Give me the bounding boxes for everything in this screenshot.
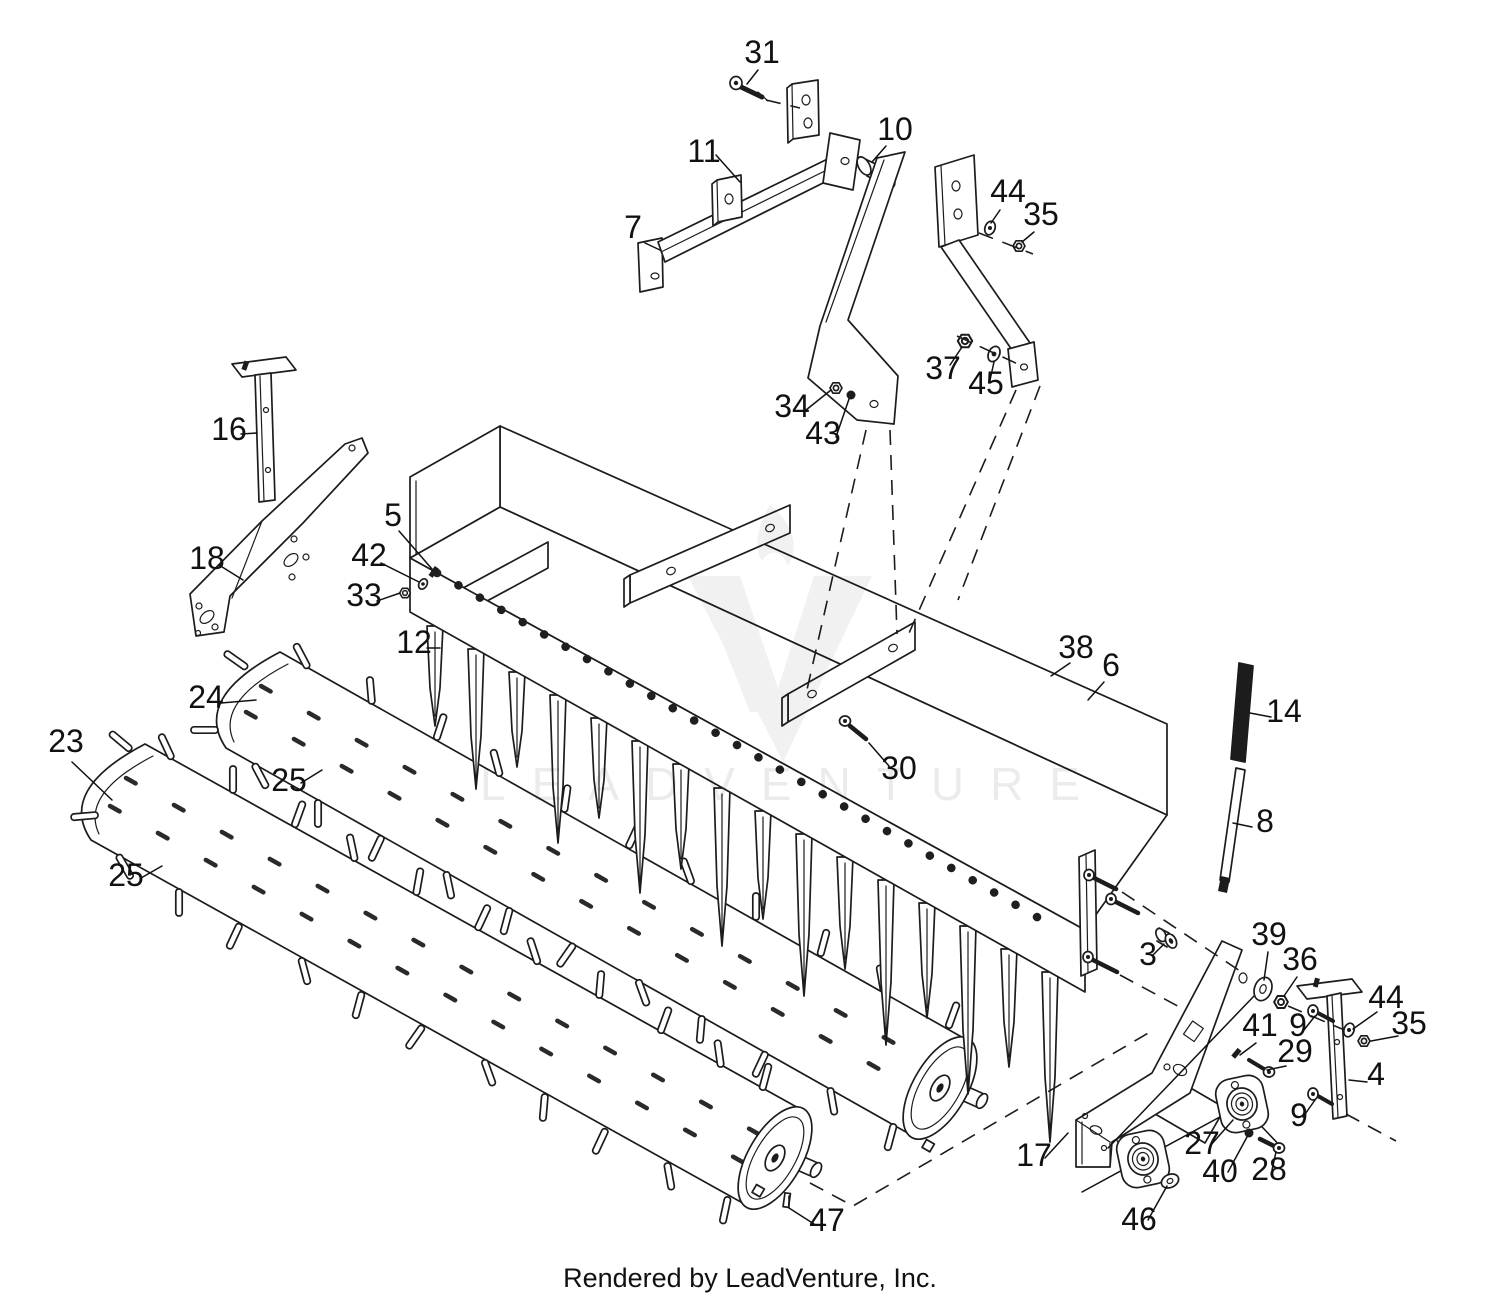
carriage-bolt-row xyxy=(432,568,1061,933)
main-frame xyxy=(398,425,1168,1143)
callout-41: 41 xyxy=(1242,1007,1278,1043)
callout-33: 33 xyxy=(346,577,382,613)
callout-14: 14 xyxy=(1266,693,1302,729)
angle-bracket-18 xyxy=(189,437,369,637)
callout-4: 4 xyxy=(1367,1056,1385,1092)
hitch-plate-11 xyxy=(711,174,743,227)
callout-35a: 35 xyxy=(1023,196,1059,232)
callout-39: 39 xyxy=(1251,916,1287,952)
callout-25a: 25 xyxy=(271,762,307,798)
bolt-31 xyxy=(729,75,769,102)
callout-7: 7 xyxy=(624,209,642,245)
callout-31: 31 xyxy=(744,34,780,70)
hitch-arm-7 xyxy=(637,149,854,293)
bolt-28 xyxy=(1257,1136,1286,1154)
bolt-9-upper xyxy=(1307,1004,1335,1023)
callout-6: 6 xyxy=(1102,647,1120,683)
callout-36: 36 xyxy=(1282,941,1318,977)
hitch-assembly xyxy=(637,75,1039,425)
washer-40 xyxy=(1244,1128,1254,1138)
callout-24: 24 xyxy=(188,679,224,715)
side-plate-assembly xyxy=(1075,927,1371,1193)
callout-34: 34 xyxy=(774,388,810,424)
hitch-top-plate xyxy=(786,79,820,144)
callout-12: 12 xyxy=(396,624,432,660)
cross-strap-right xyxy=(781,621,916,727)
callout-5: 5 xyxy=(384,497,402,533)
callout-44a: 44 xyxy=(990,173,1026,209)
hitch-right-bracket xyxy=(934,154,1039,388)
flange-bearing-lower xyxy=(1115,1129,1171,1189)
callout-37: 37 xyxy=(925,350,961,386)
callout-16: 16 xyxy=(211,411,247,447)
spacer-3 xyxy=(1154,927,1178,949)
callout-42: 42 xyxy=(351,537,387,573)
frame-right-bolts xyxy=(1082,868,1141,975)
hitch-center-strap xyxy=(807,151,906,425)
callout-45: 45 xyxy=(968,365,1004,401)
callout-23: 23 xyxy=(48,723,84,759)
threaded-rod-14 xyxy=(1230,662,1254,763)
watermark-text: LEADVENTURE xyxy=(480,758,1106,810)
callout-leader-lines xyxy=(71,69,1399,1225)
callout-18: 18 xyxy=(189,540,225,576)
upper-roller-end-disc xyxy=(902,1035,989,1153)
cross-strap-center xyxy=(623,504,791,608)
nut-34 xyxy=(829,381,843,395)
callout-9b: 9 xyxy=(1290,1097,1308,1133)
pin-41 xyxy=(1231,1047,1242,1059)
callout-8: 8 xyxy=(1256,803,1274,839)
callout-27: 27 xyxy=(1184,1125,1220,1161)
bolt-9-lower xyxy=(1307,1087,1334,1106)
bolt-5 xyxy=(428,565,439,578)
assembly-dashed-lines xyxy=(765,99,1397,1207)
callout-10: 10 xyxy=(877,111,913,147)
callout-30: 30 xyxy=(881,750,917,786)
rod-8 xyxy=(1218,767,1246,893)
callout-35b: 35 xyxy=(1391,1005,1427,1041)
frame-left-end-cap xyxy=(409,425,501,559)
nut-33 xyxy=(398,587,412,599)
watermark-v-logo-icon xyxy=(688,576,872,762)
callout-43: 43 xyxy=(805,415,841,451)
callout-46: 46 xyxy=(1121,1201,1157,1237)
callout-labels: 31 11 10 7 44 35 37 45 34 43 16 18 5 42 … xyxy=(48,34,1427,1238)
nut-35b xyxy=(1357,1034,1371,1048)
callout-38: 38 xyxy=(1058,629,1094,665)
mount-post-4 xyxy=(1296,977,1363,1120)
callout-44b: 44 xyxy=(1368,979,1404,1015)
nut-35a xyxy=(1012,239,1026,253)
callout-29: 29 xyxy=(1277,1033,1313,1069)
callout-28: 28 xyxy=(1251,1151,1287,1187)
washer-43 xyxy=(846,390,856,400)
bolt-30 xyxy=(838,715,869,742)
watermark: LEADVENTURE xyxy=(480,505,1106,810)
hitch-center-plate xyxy=(822,132,861,191)
callout-25b: 25 xyxy=(108,857,144,893)
callout-47: 47 xyxy=(809,1202,845,1238)
callout-9a: 9 xyxy=(1289,1007,1307,1043)
caption: Rendered by LeadVenture, Inc. xyxy=(563,1263,937,1293)
upper-roller-24 xyxy=(190,641,989,1153)
stand-bracket-16 xyxy=(231,356,297,503)
washer-39 xyxy=(1253,976,1273,1002)
flange-bearing-27 xyxy=(1214,1074,1270,1134)
callout-11: 11 xyxy=(687,133,720,169)
callout-40: 40 xyxy=(1202,1153,1238,1189)
washer-46 xyxy=(1160,1173,1180,1189)
watermark-flame-logo-icon xyxy=(757,505,794,566)
frame-right-end-plate xyxy=(1078,849,1098,977)
callout-3: 3 xyxy=(1139,936,1157,972)
callout-17: 17 xyxy=(1016,1137,1052,1173)
